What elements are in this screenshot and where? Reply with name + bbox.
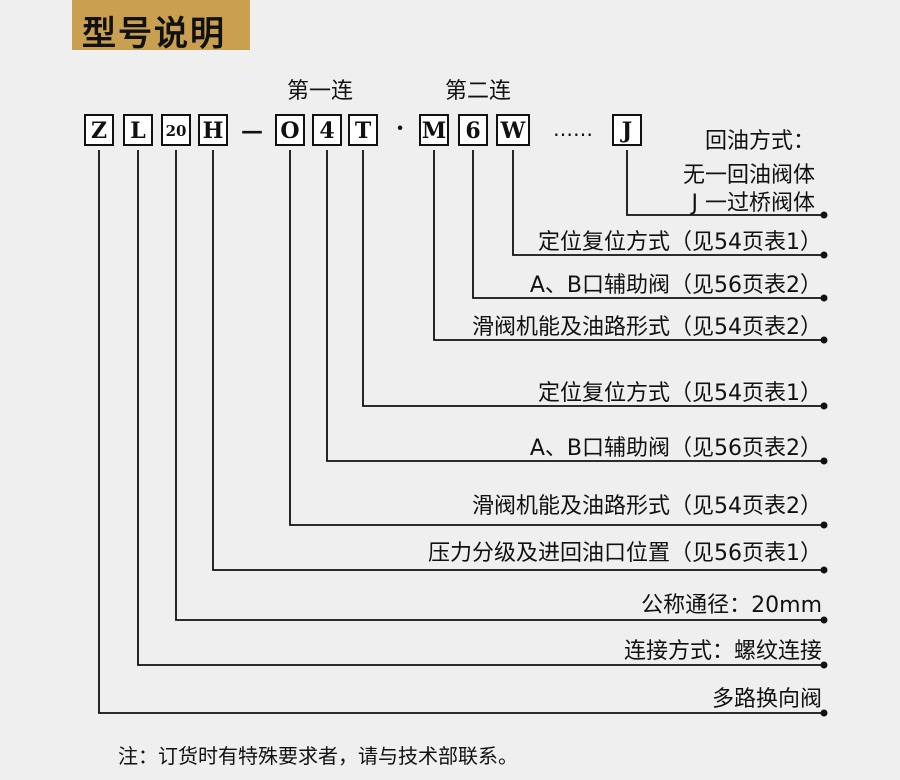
code-letter: O	[280, 118, 299, 144]
desc-o-spool-function: 滑阀机能及油路形式（见54页表2）	[472, 494, 822, 519]
title-banner	[72, 0, 250, 50]
code-letter: L	[130, 118, 145, 144]
leader-line-six	[472, 150, 822, 299]
leader-line-o	[289, 150, 822, 526]
code-box-size: 20	[161, 114, 191, 146]
desc-l-connection-type: 连接方式：螺纹连接	[624, 639, 822, 664]
leader-line-size	[175, 150, 822, 621]
code-letter: T	[355, 118, 372, 144]
group-label-first: 第一连	[287, 79, 353, 104]
leader-line-h	[212, 150, 822, 571]
code-letter: W	[500, 118, 526, 144]
leader-line-m	[433, 150, 822, 341]
return-oil-option-j: J 一过桥阀体	[690, 191, 815, 216]
leader-dot	[820, 211, 828, 219]
code-box-h: H	[198, 114, 228, 146]
code-letter: H	[203, 118, 224, 144]
return-oil-option-none: 无一回油阀体	[683, 163, 815, 188]
leader-dot	[820, 566, 828, 574]
code-letter: M	[422, 118, 446, 144]
desc-size-nominal-diameter: 公称通径：20mm	[641, 593, 822, 618]
desc-four-ab-auxiliary-valve: A、B口辅助阀（见56页表2）	[530, 436, 822, 461]
footnote: 注：订货时有特殊要求者，请与技术部联系。	[118, 744, 518, 768]
leader-line-l	[137, 150, 822, 666]
leader-line-j	[626, 150, 822, 216]
code-box-t: T	[348, 114, 378, 146]
code-letter: Z	[91, 118, 107, 144]
leader-dot	[820, 336, 828, 344]
leader-dot	[820, 661, 828, 669]
desc-six-ab-auxiliary-valve: A、B口辅助阀（见56页表2）	[530, 273, 822, 298]
code-letter: J	[620, 118, 632, 144]
code-box-j: J	[612, 114, 642, 146]
desc-m-spool-function: 滑阀机能及油路形式（见54页表2）	[472, 315, 822, 340]
code-ellipsis: ……	[553, 117, 593, 141]
leader-line-t	[362, 150, 822, 407]
leader-dot	[820, 457, 828, 465]
code-box-six: 6	[458, 114, 488, 146]
leader-lines	[98, 150, 822, 714]
leader-line-z	[98, 150, 822, 714]
leader-line-four	[326, 150, 822, 462]
desc-h-pressure-class: 压力分级及进回油口位置（见56页表1）	[428, 541, 822, 566]
desc-z-multiway-valve: 多路换向阀	[712, 687, 822, 712]
page-title: 型号说明	[82, 14, 226, 54]
group-label-second: 第二连	[445, 79, 511, 104]
desc-t-positioning-reset: 定位复位方式（见54页表1）	[538, 381, 822, 406]
code-separator-dot: ·	[396, 113, 404, 142]
code-box-m: M	[419, 114, 449, 146]
code-separator-dash: —	[241, 118, 263, 144]
code-box-l: L	[123, 114, 153, 146]
leader-dot	[820, 294, 828, 302]
leader-end-dots	[820, 211, 828, 717]
desc-w-positioning-reset: 定位复位方式（见54页表1）	[538, 230, 822, 255]
code-box-z: Z	[84, 114, 114, 146]
leader-dot	[820, 402, 828, 410]
code-box-w: W	[496, 114, 530, 146]
return-oil-heading: 回油方式：	[705, 129, 815, 154]
code-letter: 4	[319, 118, 334, 144]
leader-line-w	[512, 150, 822, 256]
code-box-four: 4	[312, 114, 342, 146]
leader-dot	[820, 251, 828, 259]
leader-dot	[820, 616, 828, 624]
leader-dot	[820, 521, 828, 529]
leader-dot	[820, 709, 828, 717]
code-box-o: O	[275, 114, 305, 146]
code-letter: 6	[465, 118, 480, 144]
code-letter: 20	[166, 122, 187, 140]
